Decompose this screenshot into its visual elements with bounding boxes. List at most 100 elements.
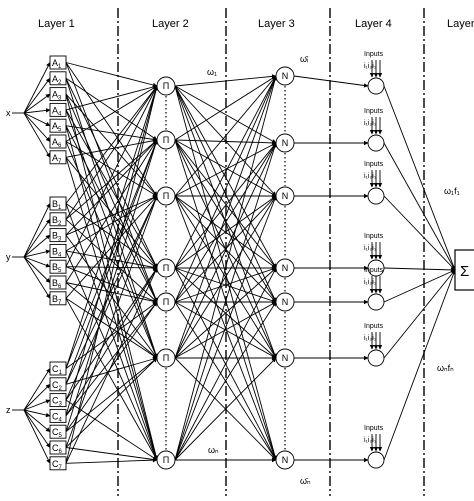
input-edge-C5 (23, 409, 51, 433)
product-symbol-3: Π (163, 191, 170, 201)
norm-node-2 (275, 133, 295, 153)
edge-A7-p2 (65, 138, 158, 158)
input-edge-B4 (23, 249, 51, 258)
edge-A7-p7 (65, 157, 158, 461)
input-edge-B2 (23, 218, 51, 258)
mf-box-label-B3: B3 (52, 231, 62, 243)
mf-box-B3 (49, 228, 67, 243)
input-edge-B1 (23, 203, 51, 258)
product-node-7 (156, 450, 176, 470)
mf-box-label-C2: C2 (52, 380, 63, 392)
edge-p7-n3 (174, 195, 277, 461)
inputs-sub-3: i₁i₂i₃ (364, 173, 377, 180)
edge-B2-p1 (65, 85, 158, 220)
edge-B6-p5 (65, 282, 158, 304)
mf-box-B2 (49, 212, 67, 227)
inputs-label-3: Inputs (364, 161, 384, 168)
edge-B2-p2 (65, 139, 158, 220)
mf-box-label-A7: A7 (52, 153, 62, 165)
edge-C3-p4 (65, 267, 158, 401)
edge-C7-p1 (65, 85, 159, 464)
product-node-4 (156, 258, 176, 278)
edge-p1-n5 (174, 85, 277, 303)
edge-C6-p6 (65, 357, 158, 448)
mf-box-B5 (49, 259, 67, 274)
edge-B5-p1 (65, 85, 158, 267)
edge-p1-n7 (174, 85, 278, 461)
edge-A1-p1 (65, 62, 158, 88)
edge-C4-p4 (65, 267, 158, 417)
edge-C2-p6 (65, 356, 158, 385)
edge-A2-p4 (65, 78, 158, 269)
norm-node-4 (275, 258, 295, 278)
consequent-node-6 (367, 349, 385, 367)
edge-B3-p3 (65, 195, 158, 236)
edge-B6-p2 (65, 139, 158, 283)
edge-C7-p4 (65, 267, 158, 464)
mf-box-A7 (49, 150, 67, 165)
edge-B2-p5 (65, 218, 158, 303)
edge-p3-n1 (174, 75, 277, 197)
mf-box-C4 (49, 408, 67, 423)
layer-5-title: Layer (447, 18, 474, 30)
edge-C4-p1 (65, 85, 159, 417)
edge-C5-p6 (65, 357, 158, 433)
product-node-3 (156, 186, 176, 206)
edge-C1-p5 (65, 301, 158, 369)
edge-C3-p3 (65, 195, 158, 401)
product-node-5 (156, 292, 176, 312)
input-edge-A6 (23, 112, 51, 142)
input-edge-C7 (23, 409, 51, 464)
mf-box-label-C1: C1 (52, 364, 63, 376)
input-y-label: y (6, 252, 11, 262)
edge-p2-n1 (174, 75, 277, 141)
norm-symbol-1: N (282, 71, 289, 81)
input-edge-A3 (23, 93, 51, 114)
edge-A2-p2 (65, 77, 158, 141)
edge-p6-n3 (174, 195, 277, 359)
mf-box-C7 (49, 456, 67, 471)
product-node-1 (156, 76, 176, 96)
edge-p7-n4 (174, 267, 277, 461)
edge-p2-n2 (174, 139, 277, 146)
edge-n1-l41 (293, 75, 369, 88)
edge-A4-p1 (65, 84, 158, 111)
input-edge-A1 (23, 62, 51, 114)
input-edge-C3 (23, 399, 51, 411)
consequent-node-4 (367, 259, 385, 277)
edge-A1-p5 (65, 62, 158, 303)
edge-p6-n4 (174, 267, 277, 359)
mf-box-label-C4: C4 (52, 411, 63, 423)
edge-A5-p7 (65, 125, 159, 461)
edge-B3-p6 (65, 234, 158, 359)
edge-l44-sum (383, 267, 456, 273)
edge-C6-p7 (65, 447, 158, 462)
edge-C7-p7 (65, 457, 158, 464)
layer-1-title: Layer 1 (38, 18, 75, 30)
product-node-2 (156, 130, 176, 150)
edge-A4-p4 (65, 109, 158, 269)
edge-p6-n5 (174, 301, 277, 359)
edge-A1-p3 (65, 62, 158, 197)
product-symbol-4: Π (163, 263, 170, 273)
inputs-sub-7: i₁i₂i₃ (364, 437, 377, 444)
consequent-node-1 (367, 77, 385, 95)
edge-p4-n2 (174, 142, 277, 269)
product-symbol-7: Π (163, 455, 170, 465)
input-edge-A4 (23, 108, 51, 114)
edge-p2-n5 (174, 139, 277, 303)
edge-C4-p5 (65, 301, 158, 417)
product-symbol-1: Π (163, 81, 170, 91)
input-edge-B3 (23, 234, 51, 258)
mf-box-label-A3: A3 (52, 90, 62, 102)
edge-p2-n3 (174, 139, 277, 197)
mf-box-label-B2: B2 (52, 215, 62, 227)
sum-node: Σ (454, 249, 474, 291)
edge-A7-p4 (65, 157, 158, 269)
input-edge-C1 (23, 368, 51, 411)
edge-l43-sum (383, 195, 456, 271)
edge-p5-n3 (174, 195, 277, 303)
mf-box-A6 (49, 134, 67, 149)
mf-box-C1 (49, 361, 67, 376)
